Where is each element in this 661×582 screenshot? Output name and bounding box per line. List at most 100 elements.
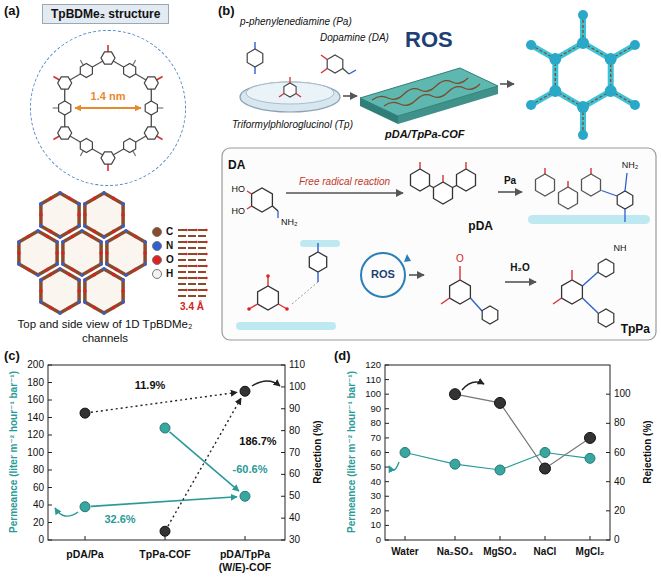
legend-swatch bbox=[152, 227, 162, 237]
carbonyl-bond bbox=[553, 298, 562, 304]
pore-channel bbox=[63, 231, 101, 275]
change-arrow bbox=[170, 432, 239, 491]
stacked-layer bbox=[188, 265, 196, 267]
tick-label: 40 bbox=[370, 476, 381, 487]
bond-line bbox=[317, 243, 318, 252]
nitrogen-atom bbox=[121, 300, 125, 304]
tick-label: 30 bbox=[370, 491, 381, 502]
category-label: MgCl₂ bbox=[576, 546, 605, 558]
nitrogen-atom bbox=[58, 235, 62, 239]
oxygen-atom bbox=[77, 289, 81, 293]
ros-cycle: ROS bbox=[360, 252, 406, 298]
axis-pointer bbox=[55, 508, 78, 516]
change-arrow bbox=[91, 497, 237, 507]
reaction-arrow bbox=[409, 274, 424, 276]
change-arrow bbox=[91, 392, 237, 412]
nitrogen-atom bbox=[124, 273, 128, 277]
legend-text: N bbox=[166, 240, 173, 252]
framework-bond bbox=[65, 133, 108, 158]
bond-line bbox=[321, 69, 327, 74]
tick-mark bbox=[385, 467, 389, 468]
oxygen-atom bbox=[46, 235, 50, 239]
oxygen-atom bbox=[68, 197, 72, 201]
tick-mark bbox=[48, 382, 52, 383]
tick-mark bbox=[48, 435, 52, 436]
tick-label: 110 bbox=[289, 359, 305, 371]
tick-mark bbox=[606, 481, 610, 482]
nitrogen-atom bbox=[39, 202, 43, 206]
molecule-group: pDA bbox=[405, 155, 495, 233]
bond-line bbox=[247, 206, 252, 209]
benzene-ring bbox=[411, 169, 430, 191]
benzene-ring bbox=[450, 280, 471, 304]
pore-size-label: 1.4 nm bbox=[91, 90, 126, 103]
cof-node bbox=[578, 130, 588, 140]
permeance-point bbox=[400, 448, 410, 458]
reagent-label: p-phenylenediamine (Pa) bbox=[240, 16, 352, 28]
benzene-ring bbox=[482, 306, 498, 324]
tick-mark bbox=[281, 430, 285, 431]
benzene-ring bbox=[144, 127, 158, 139]
spacing-dimension: 3.4 Å bbox=[180, 301, 204, 313]
carbonyl-bond bbox=[419, 162, 420, 169]
oxygen-atom bbox=[49, 273, 53, 277]
stacked-layer bbox=[178, 283, 186, 285]
tick-mark bbox=[281, 518, 285, 519]
nitrogen-atom bbox=[102, 311, 106, 315]
oxygen-atom bbox=[68, 273, 72, 277]
cof-cylinder bbox=[528, 215, 650, 224]
benzene-ring bbox=[124, 139, 136, 153]
permeance-point bbox=[450, 459, 460, 469]
tick-label: 120 bbox=[365, 359, 381, 370]
axis-title: Rejection (%) bbox=[642, 420, 654, 483]
permeance-point bbox=[585, 453, 595, 463]
oxygen-atom bbox=[195, 241, 197, 243]
bond-line bbox=[343, 69, 349, 75]
stacked-layer bbox=[198, 289, 206, 291]
tick-mark bbox=[48, 470, 52, 471]
oxygen-atom bbox=[49, 230, 53, 234]
tick-label: 20 bbox=[370, 505, 381, 516]
tick-label: 140 bbox=[27, 412, 44, 424]
tick-label: 70 bbox=[289, 447, 300, 459]
cof-node bbox=[630, 40, 640, 50]
nitrogen-atom bbox=[77, 224, 81, 228]
cof-node bbox=[605, 53, 617, 65]
tick-label: 100 bbox=[614, 388, 631, 400]
nitrogen-atom bbox=[36, 273, 40, 277]
oxygen-atom bbox=[185, 253, 187, 255]
nitrogen-atom bbox=[58, 191, 62, 195]
rejection-line bbox=[455, 394, 590, 468]
tick-mark bbox=[48, 505, 52, 506]
benzene-ring bbox=[59, 101, 71, 115]
bond-line bbox=[279, 94, 284, 98]
stacked-layer bbox=[198, 241, 206, 243]
category-label: MgSO₄ bbox=[483, 546, 517, 558]
framework-side-view bbox=[178, 229, 208, 296]
tick-mark bbox=[385, 365, 389, 366]
stacked-layer bbox=[178, 247, 186, 249]
tick-mark bbox=[606, 510, 610, 511]
oxygen-atom bbox=[115, 268, 119, 272]
pore-channel bbox=[85, 193, 123, 237]
tick-mark bbox=[385, 423, 389, 424]
benzene-ring bbox=[252, 188, 273, 212]
enamine-bond bbox=[582, 272, 598, 286]
plot-frame bbox=[48, 365, 285, 540]
legend-swatch bbox=[152, 255, 162, 265]
oxygen-atom bbox=[99, 251, 103, 255]
legend-row: O bbox=[152, 254, 174, 266]
panel-letter: (b) bbox=[218, 3, 235, 19]
stacked-layer bbox=[178, 253, 186, 255]
nitrogen-atom bbox=[102, 235, 106, 239]
nitrogen-atom bbox=[77, 278, 81, 282]
bond-line bbox=[317, 272, 318, 282]
tick-mark bbox=[48, 522, 52, 523]
stacked-layer bbox=[198, 253, 206, 255]
nitrogen-atom bbox=[58, 267, 62, 271]
molecule-group: TpPa bbox=[540, 238, 652, 338]
tick-mark bbox=[281, 386, 285, 387]
nitrogen-atom bbox=[80, 273, 84, 277]
tick-label: 50 bbox=[289, 490, 300, 502]
